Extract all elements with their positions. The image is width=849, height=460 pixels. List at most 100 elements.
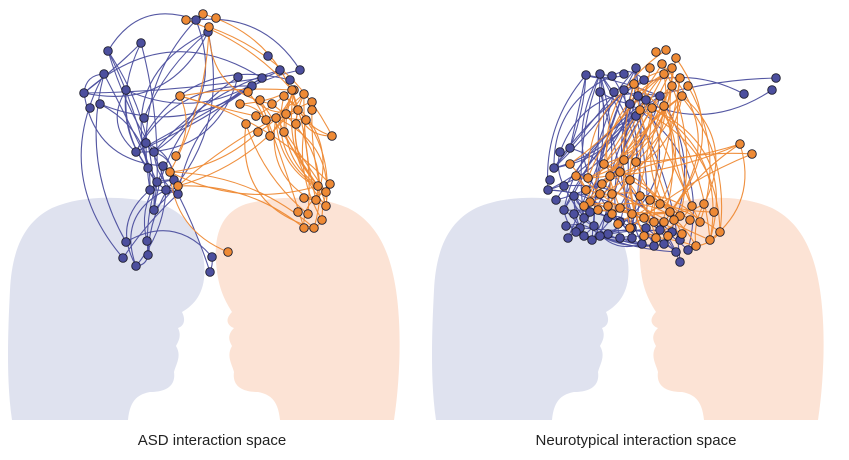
asd-person-b-node	[299, 193, 309, 203]
asd-person-b-node	[198, 9, 208, 19]
neurotypical-person-b-node	[625, 223, 635, 233]
asd-person-a-node	[85, 103, 95, 113]
asd-person-b-connections-edge	[301, 119, 323, 221]
neurotypical-person-a-connections-edge	[567, 89, 625, 239]
asd-person-b-node	[301, 115, 311, 125]
asd-person-b-node	[279, 91, 289, 101]
asd-person-a-connections-edge	[80, 73, 124, 259]
neurotypical-person-a-node	[595, 69, 605, 79]
neurotypical-person-a-node	[633, 91, 643, 101]
neurotypical-person-a-node	[627, 233, 637, 243]
asd-person-a-connections-edge	[99, 103, 151, 191]
asd-person-b-connections-edge	[177, 93, 305, 187]
neurotypical-person-b-node	[675, 73, 685, 83]
asd-person-b-node	[171, 151, 181, 161]
neurotypical-person-b-node	[709, 207, 719, 217]
neurotypical-person-a-node	[559, 181, 569, 191]
neurotypical-person-b-node	[583, 173, 593, 183]
neurotypical-person-b-connections-edge	[643, 77, 681, 237]
asd-person-b-node	[321, 187, 331, 197]
neurotypical-person-a-node	[595, 231, 605, 241]
asd-person-a-connections-edge	[116, 89, 137, 153]
neurotypical-person-a-node	[559, 205, 569, 215]
neurotypical-person-b-connections-edge	[651, 107, 717, 241]
asd-person-b-node	[279, 127, 289, 137]
neurotypical-person-b-node	[687, 201, 697, 211]
neurotypical-person-b-connections-edge	[669, 57, 703, 213]
neurotypical-person-a-node	[543, 185, 553, 195]
neurotypical-person-a-node	[549, 163, 559, 173]
asd-person-a-connections-edge	[143, 181, 158, 242]
asd-person-a-node	[275, 65, 285, 75]
neurotypical-person-b-node	[657, 59, 667, 69]
neurotypical-person-b-node	[667, 81, 677, 91]
neurotypical-person-a-node	[603, 229, 613, 239]
asd-person-b-node	[251, 111, 261, 121]
asd-person-a-node	[207, 252, 217, 262]
asd-person-a-node	[121, 85, 131, 95]
panel-neurotypical: Neurotypical interaction space	[424, 0, 848, 460]
asd-person-b-node	[211, 13, 221, 23]
neurotypical-person-b-connections-edge	[619, 171, 657, 239]
asd-person-a-connections-edge	[122, 193, 179, 259]
asd-person-a-connections-edge	[146, 181, 158, 256]
neurotypical-person-a-node	[555, 147, 565, 157]
neurotypical-person-b-node	[665, 207, 675, 217]
neurotypical-person-b-node	[581, 185, 591, 195]
asd-person-a-connections-edge	[145, 19, 197, 144]
neurotypical-person-b-connections-edge	[609, 143, 741, 177]
neurotypical-person-b-node	[639, 231, 649, 241]
asd-person-a-node	[121, 237, 131, 247]
asd-person-a-node	[142, 236, 152, 246]
neurotypical-person-b-node	[655, 199, 665, 209]
neurotypical-person-a-node	[739, 89, 749, 99]
caption-asd: ASD interaction space	[137, 432, 287, 449]
neurotypical-head-person-a	[432, 197, 629, 420]
asd-person-a-node	[145, 185, 155, 195]
asd-person-a-node	[139, 113, 149, 123]
asd-person-b-node	[243, 87, 253, 97]
neurotypical-person-a-node	[595, 87, 605, 97]
neurotypical-person-a-connections-edge	[569, 74, 587, 149]
asd-person-a-node	[95, 99, 105, 109]
neurotypical-person-b-node	[663, 231, 673, 241]
neurotypical-person-b-node	[667, 63, 677, 73]
neurotypical-person-b	[565, 45, 757, 251]
neurotypical-person-b-node	[615, 203, 625, 213]
asd-person-b-node	[307, 97, 317, 107]
asd-person-a-node	[131, 261, 141, 271]
neurotypical-person-b-node	[649, 217, 659, 227]
neurotypical-person-b-connections-edge	[633, 83, 677, 205]
neurotypical-person-a-connections-edge	[546, 74, 587, 191]
asd-head-person-a	[8, 197, 205, 420]
asd-person-b-connections-edge	[169, 171, 319, 196]
neurotypical-person-b-node	[699, 199, 709, 209]
asd-person-b-node	[321, 201, 331, 211]
asd-person-a-node	[158, 161, 168, 171]
asd-person-a-node	[131, 147, 141, 157]
asd-person-a-node	[295, 65, 305, 75]
asd-person-a-node	[79, 88, 89, 98]
neurotypical-person-b-node	[631, 157, 641, 167]
neurotypical-person-b-connections-edge	[603, 85, 673, 165]
neurotypical-person-a-node	[619, 69, 629, 79]
neurotypical-person-b-connections-edge	[681, 95, 717, 205]
neurotypical-person-a-node	[609, 87, 619, 97]
asd-person-b-node	[293, 105, 303, 115]
asd-person-a-connections-edge	[125, 42, 158, 183]
neurotypical-person-a-node	[571, 227, 581, 237]
neurotypical-person-a-node	[589, 221, 599, 231]
neurotypical-person-a-node	[641, 95, 651, 105]
asd-person-a-connections-edge	[83, 77, 263, 94]
neurotypical-person-a-node	[771, 73, 781, 83]
neurotypical-person-b-node	[659, 101, 669, 111]
neurotypical-person-b-connections-edge	[569, 63, 663, 165]
asd-person-a-node	[152, 177, 162, 187]
asd-person-a-connections-edge	[107, 50, 149, 169]
asd-person-b-node	[267, 99, 277, 109]
neurotypical-person-b-node	[671, 53, 681, 63]
asd-person-b-node	[309, 223, 319, 233]
neurotypical-person-b-node	[603, 201, 613, 211]
asd-person-b-connections-edge	[177, 117, 277, 187]
